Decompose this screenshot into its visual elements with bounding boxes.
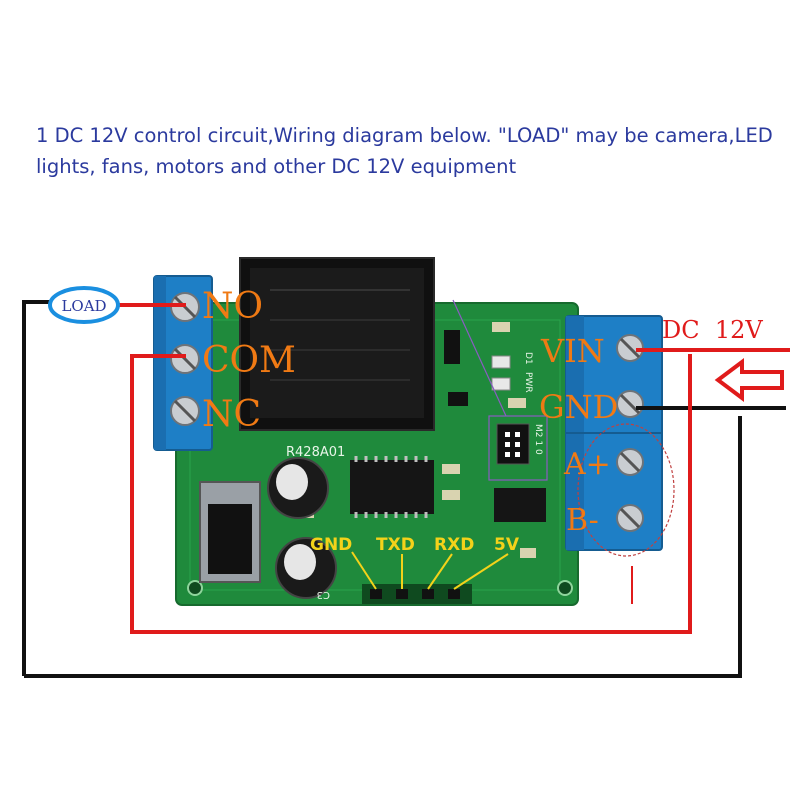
rs485-chip [494, 488, 546, 522]
terminal-screw-gnd[interactable] [616, 390, 644, 418]
board-label: R428A01 [286, 445, 345, 460]
wire-black-bottom [24, 416, 742, 678]
board-components [199, 299, 548, 604]
jumper-label: M2 1 0 [533, 424, 543, 455]
pin-label-5v: 5V [494, 535, 520, 555]
serial-header [362, 584, 472, 604]
led-pwr [491, 355, 511, 369]
pin-label-txd: TXD [376, 535, 415, 555]
load-label: LOAD [61, 297, 106, 315]
terminal-screw-com[interactable] [170, 344, 200, 374]
capacitor-top [267, 457, 329, 519]
relay [239, 257, 435, 431]
load-bubble: LOAD [48, 286, 120, 324]
power-terminal-block [565, 315, 663, 551]
terminal-label-b: B- [566, 503, 599, 538]
mcu-chip [350, 460, 434, 514]
wire-red-com [130, 354, 692, 634]
pin-leader-lines [351, 551, 509, 590]
relay-terminal-block [153, 275, 213, 451]
led-label-pwr: PWR [523, 372, 533, 393]
terminal-label-a: A+ [563, 447, 611, 482]
pin-label-gnd: GND [310, 535, 352, 555]
capacitor-bottom [275, 537, 337, 599]
wires [22, 300, 790, 678]
terminal-label-gnd: GND [539, 388, 618, 426]
input-arrow-icon [714, 358, 784, 402]
terminal-label-nc: NC [202, 394, 261, 435]
caption-text: 1 DC 12V control circuit,Wiring diagram … [36, 124, 773, 178]
capacitor-label: C3 [317, 589, 330, 600]
pin-label-rxd: RXD [434, 535, 474, 555]
rs485-highlight-ellipse [577, 423, 675, 557]
led-d1 [491, 377, 511, 391]
terminal-screw-a[interactable] [616, 448, 644, 476]
led-label-d1: D1 [523, 352, 533, 365]
terminal-label-vin: VIN [540, 332, 605, 370]
wire-black-load-return [22, 300, 50, 676]
jumper-header [496, 423, 530, 465]
terminal-screw-nc[interactable] [170, 396, 200, 426]
terminal-screw-b[interactable] [616, 504, 644, 532]
terminal-label-com: COM [202, 340, 296, 381]
terminal-label-no: NO [202, 286, 263, 327]
supply-label: DC 12V [662, 316, 763, 344]
